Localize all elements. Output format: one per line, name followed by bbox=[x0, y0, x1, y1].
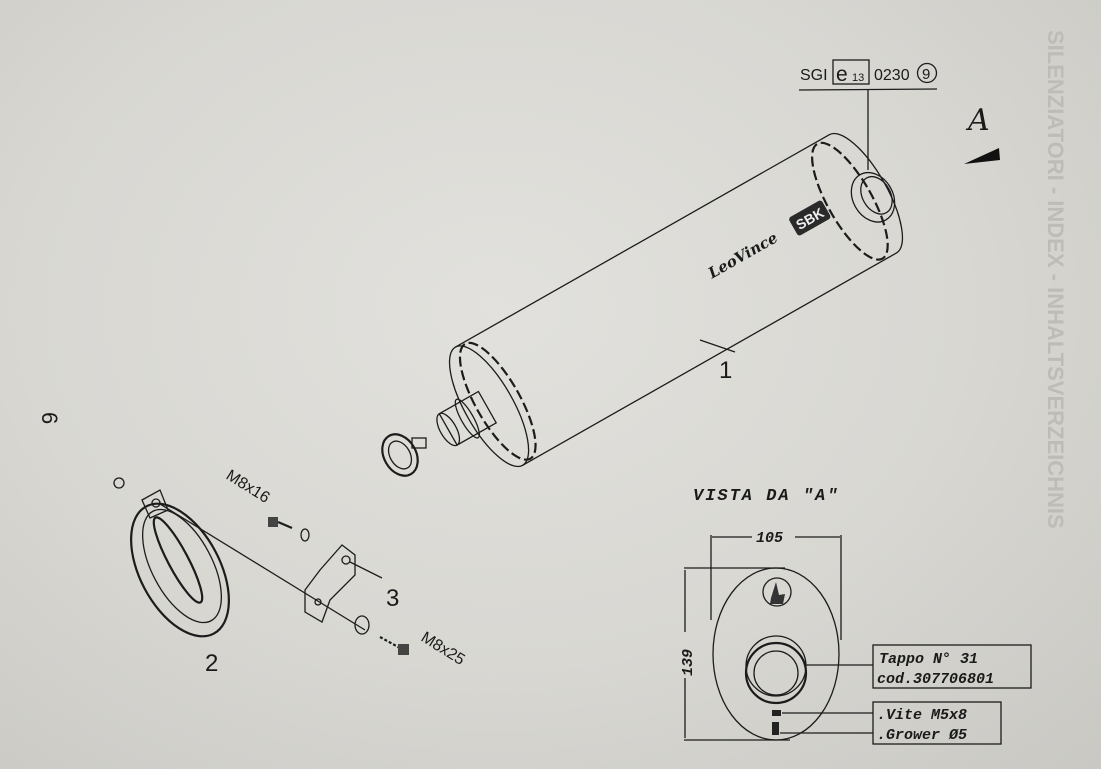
cap-label-line-1: Tappo N° 31 bbox=[879, 651, 978, 668]
bolt-m8x16 bbox=[268, 517, 310, 542]
height-dimension: 139 bbox=[680, 649, 697, 676]
screw-callout-box bbox=[872, 701, 1002, 745]
screw-label-line-1: .Vite M5x8 bbox=[877, 707, 967, 724]
fastener-label-m8x16: M8x16 bbox=[223, 467, 273, 507]
view-marker-letter: A bbox=[965, 103, 990, 138]
fastener-label-m8x25: M8x25 bbox=[418, 629, 468, 669]
cap-callout-box bbox=[872, 644, 1032, 689]
bolt-m8x25 bbox=[354, 615, 409, 655]
e-mark-box bbox=[832, 59, 870, 85]
bleed-through-heading: SILENZIATORI - INDEX - INHALTSVERZEICHNI… bbox=[1043, 30, 1068, 529]
screw-label-line-2: .Grower Ø5 bbox=[877, 727, 967, 744]
circled-number-ring bbox=[916, 62, 938, 84]
brand-logo-text: LeoVince bbox=[704, 229, 781, 283]
homologation-label: SGI e 13 0230 9 bbox=[798, 59, 938, 170]
mounting-clamp bbox=[113, 477, 230, 638]
detail-view-title: VISTA DA "A" bbox=[693, 487, 839, 506]
e-mark-sub: 13 bbox=[852, 72, 864, 84]
part-number-1: 1 bbox=[719, 357, 732, 384]
homologation-number: 0230 bbox=[874, 67, 910, 84]
detail-view-a: VISTA DA "A" 105 139 Tappo N° 31 cod.307… bbox=[680, 487, 1032, 745]
small-clamp bbox=[381, 433, 427, 477]
page-number: 6 bbox=[37, 412, 62, 424]
brand-logo: LeoVince SBK bbox=[704, 200, 831, 283]
e-mark: e bbox=[836, 63, 848, 86]
part-number-2: 2 bbox=[205, 650, 218, 677]
bracket bbox=[159, 503, 383, 631]
part-number-3: 3 bbox=[386, 585, 399, 612]
homologation-prefix: SGI bbox=[800, 67, 828, 84]
width-dimension: 105 bbox=[756, 530, 783, 547]
muffler-body bbox=[436, 132, 904, 468]
circled-number: 9 bbox=[922, 66, 930, 83]
view-arrow-icon bbox=[964, 148, 1000, 164]
cap-label-line-2: cod.307706801 bbox=[877, 671, 994, 688]
